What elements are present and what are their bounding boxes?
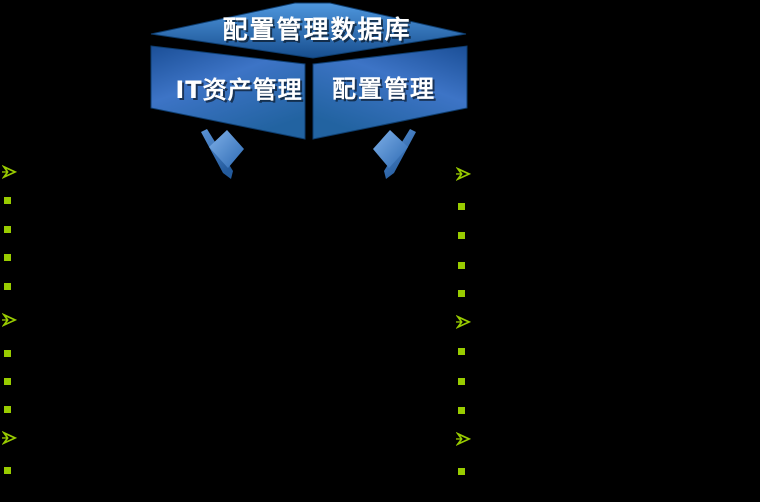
square-bullet-icon [458,468,465,475]
square-bullet-icon [458,407,465,414]
cube-right-face [312,45,468,140]
cube-right-label: 配置管理 [332,75,436,103]
square-bullet-icon [4,283,11,290]
square-bullet-icon [4,467,11,474]
square-bullet-icon [4,226,11,233]
square-bullet-icon [458,348,465,355]
arrow-bullet-icon [2,313,17,327]
arrow-bullet-icon [456,315,471,329]
flow-arrow-left-icon [201,129,244,179]
cube-top-face [150,2,467,59]
square-bullet-icon [458,232,465,239]
cube-left-label: IT资产管理 [175,76,302,104]
flow-arrow-right-icon [373,129,416,179]
square-bullet-icon [4,378,11,385]
arrow-bullet-icon [2,431,17,445]
cube-top-label: 配置管理数据库 [222,15,411,44]
cube-left-face [150,45,306,140]
square-bullet-icon [458,290,465,297]
arrow-bullet-icon [456,432,471,446]
square-bullet-icon [4,350,11,357]
cmdb-cube-diagram: 配置管理数据库 IT资产管理 配置管理 [150,2,468,179]
square-bullet-icon [4,406,11,413]
square-bullet-icon [458,262,465,269]
square-bullet-icon [458,378,465,385]
square-bullet-icon [4,254,11,261]
